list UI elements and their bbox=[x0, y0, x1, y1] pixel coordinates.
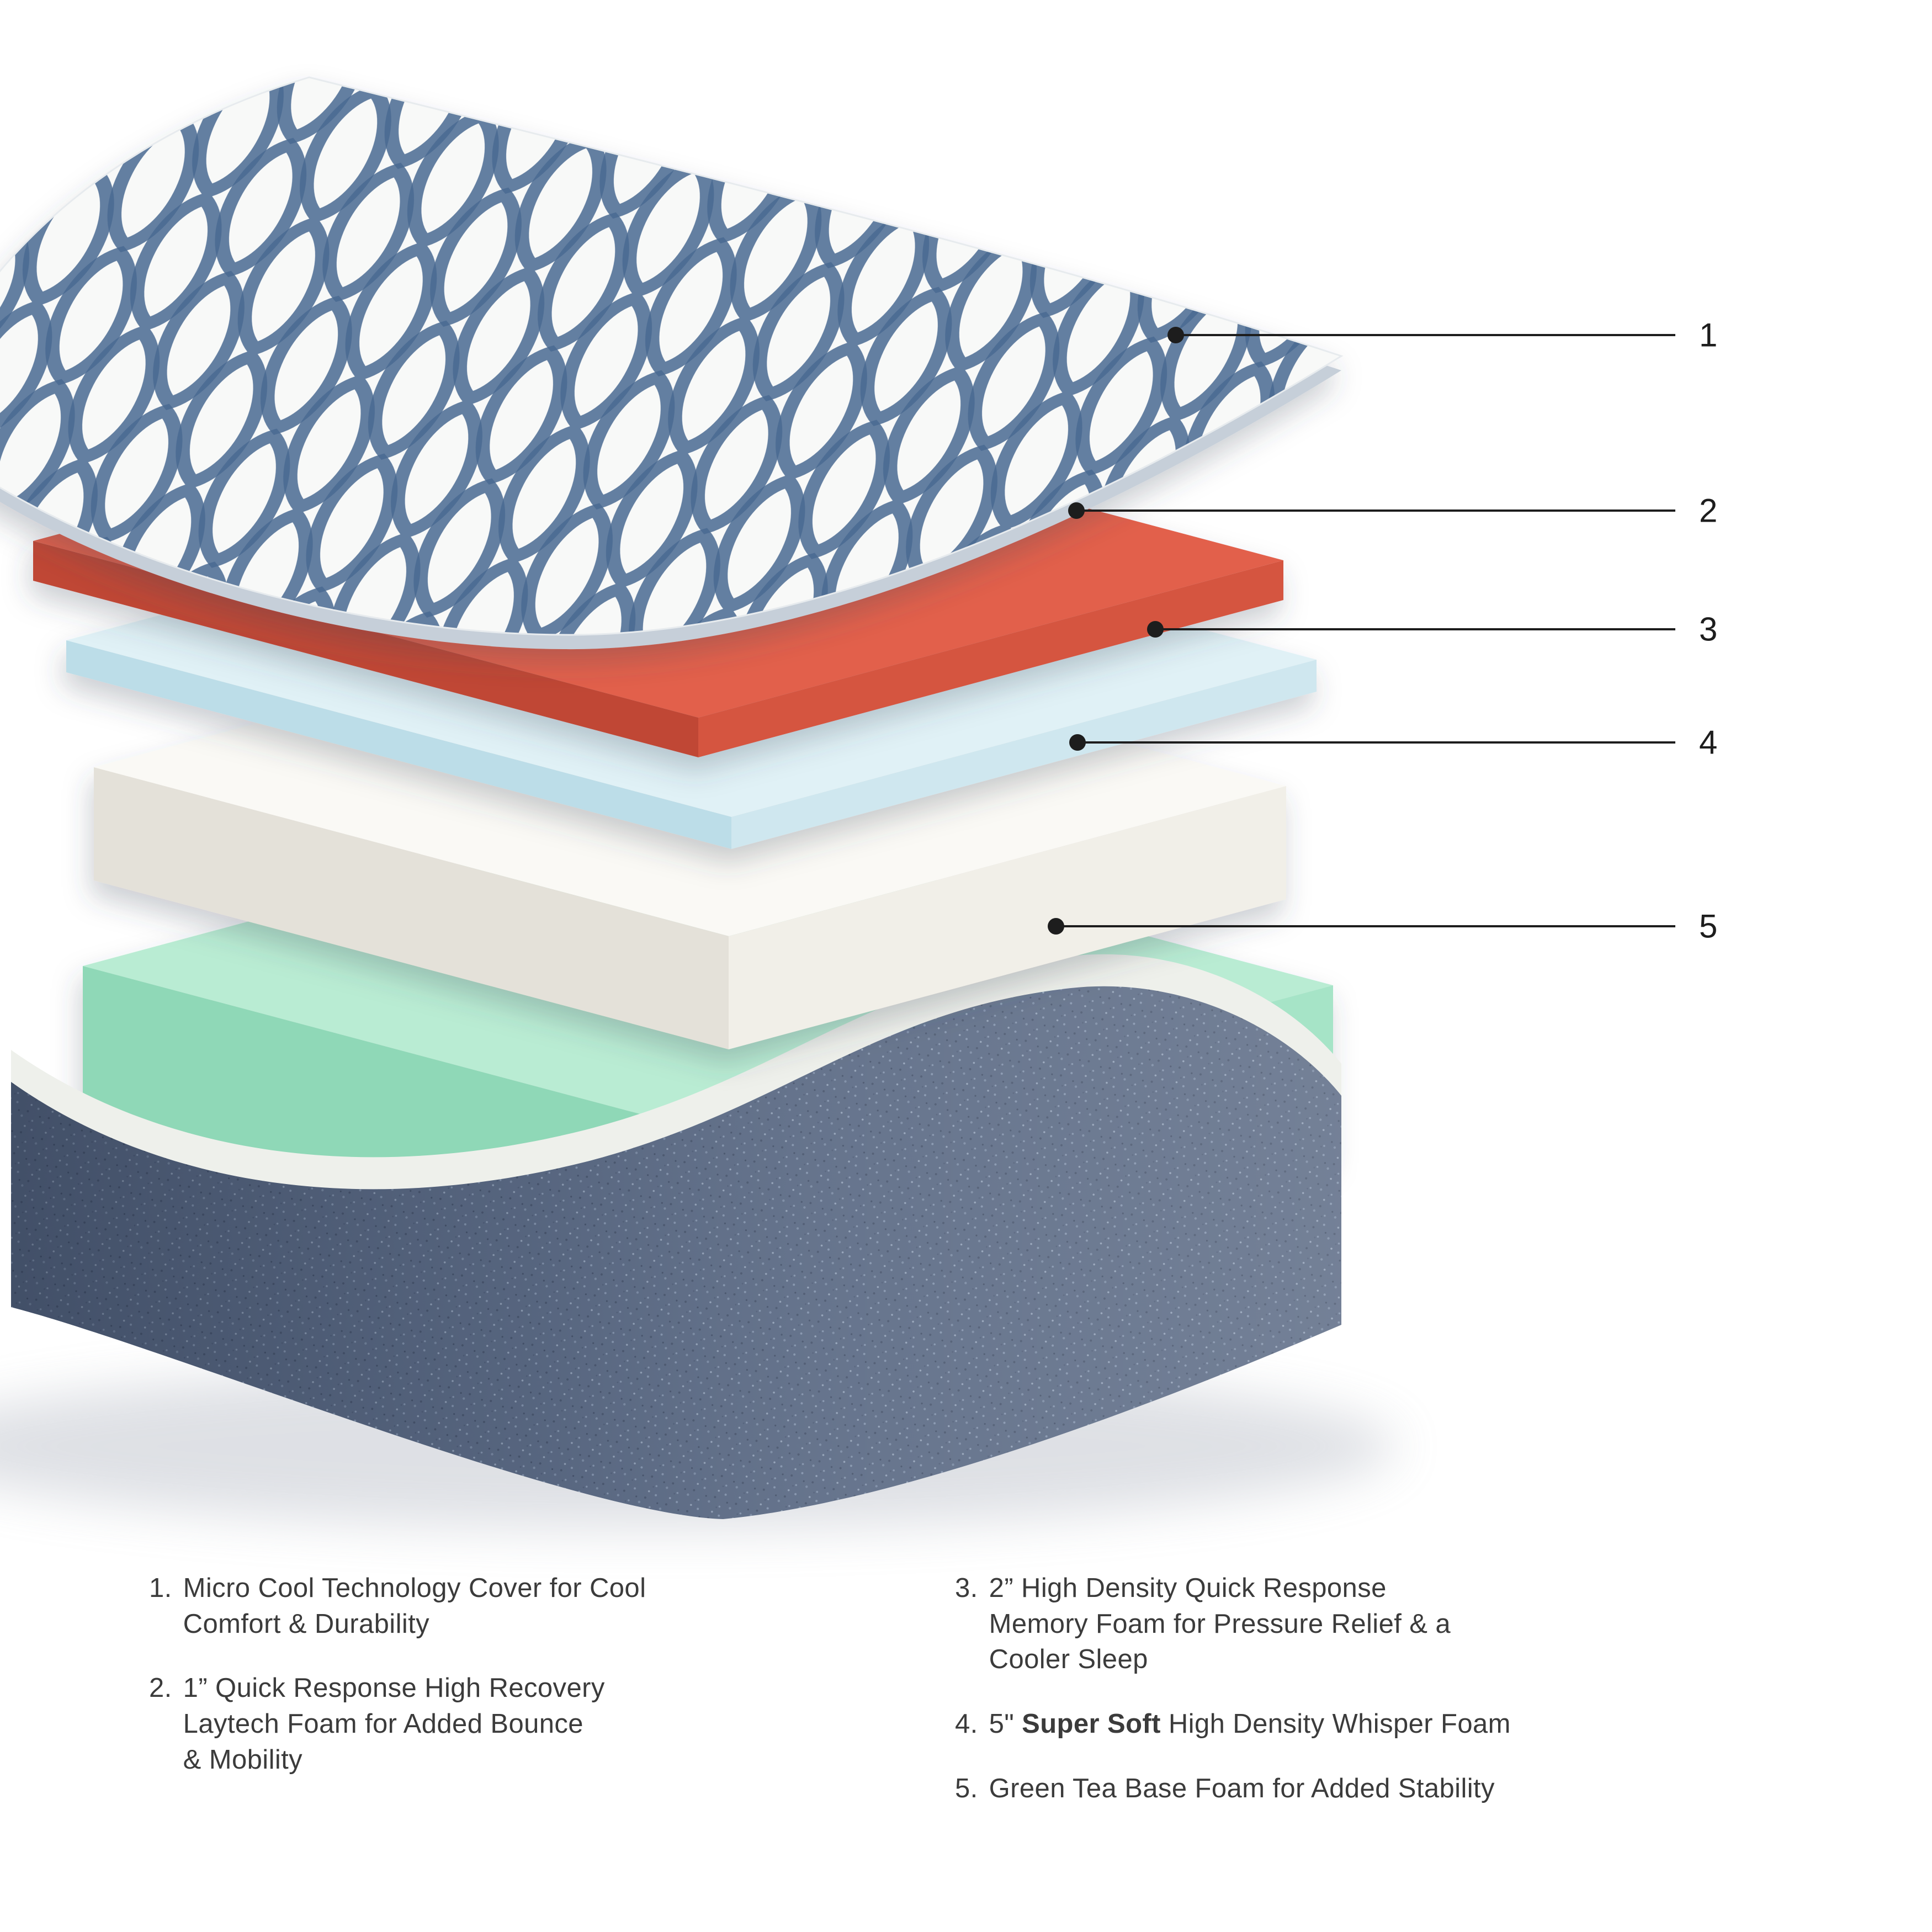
legend: 1. Micro Cool Technology Cover for Cool … bbox=[0, 1570, 1932, 1806]
legend-item-4: 4. 5" Super Soft High Density Whisper Fo… bbox=[955, 1706, 1849, 1742]
legend-item-4-text-post: High Density Whisper Foam bbox=[1160, 1709, 1511, 1739]
layer-cover bbox=[0, 76, 1344, 650]
callout-dot-4 bbox=[1069, 734, 1086, 751]
legend-column-left: 1. Micro Cool Technology Cover for Cool … bbox=[149, 1570, 911, 1777]
callout-number-2: 2 bbox=[1699, 492, 1717, 529]
legend-item-3: 3. 2” High Density Quick Response Memory… bbox=[955, 1570, 1849, 1678]
legend-item-1: 1. Micro Cool Technology Cover for Cool … bbox=[149, 1570, 911, 1642]
legend-item-5-text: Green Tea Base Foam for Added Stability bbox=[989, 1773, 1495, 1803]
legend-item-1-number: 1. bbox=[149, 1573, 172, 1603]
callout-numbers: 1 2 3 4 5 bbox=[1699, 317, 1717, 945]
legend-item-2-number: 2. bbox=[149, 1673, 172, 1703]
callout-number-3: 3 bbox=[1699, 611, 1717, 648]
cover-top-fabric bbox=[0, 76, 1344, 636]
legend-column-right: 3. 2” High Density Quick Response Memory… bbox=[955, 1570, 1849, 1806]
callout-number-5: 5 bbox=[1699, 908, 1717, 945]
base-denim-cover bbox=[11, 986, 1341, 1519]
legend-item-5-number: 5. bbox=[955, 1773, 978, 1803]
callout-dot-2 bbox=[1068, 502, 1085, 519]
callout-number-4: 4 bbox=[1699, 724, 1717, 761]
legend-item-3-number: 3. bbox=[955, 1573, 978, 1603]
legend-item-5: 5. Green Tea Base Foam for Added Stabili… bbox=[955, 1771, 1849, 1807]
legend-item-3-text: 2” High Density Quick Response Memory Fo… bbox=[989, 1573, 1451, 1675]
legend-item-2-text: 1” Quick Response High Recovery Laytech … bbox=[183, 1673, 605, 1775]
legend-item-1-text: Micro Cool Technology Cover for Cool Com… bbox=[183, 1573, 646, 1639]
callout-dot-3 bbox=[1147, 621, 1164, 638]
legend-item-4-text-bold: Super Soft bbox=[1022, 1709, 1161, 1739]
legend-item-4-text-pre: 5" bbox=[989, 1709, 1022, 1739]
legend-item-4-number: 4. bbox=[955, 1709, 978, 1739]
callout-dot-5 bbox=[1048, 918, 1064, 935]
callouts bbox=[1048, 327, 1675, 935]
callout-dot-1 bbox=[1167, 327, 1184, 343]
callout-number-1: 1 bbox=[1699, 317, 1717, 354]
legend-item-4-text: 5" Super Soft High Density Whisper Foam bbox=[989, 1706, 1511, 1742]
legend-item-2: 2. 1” Quick Response High Recovery Layte… bbox=[149, 1670, 911, 1777]
